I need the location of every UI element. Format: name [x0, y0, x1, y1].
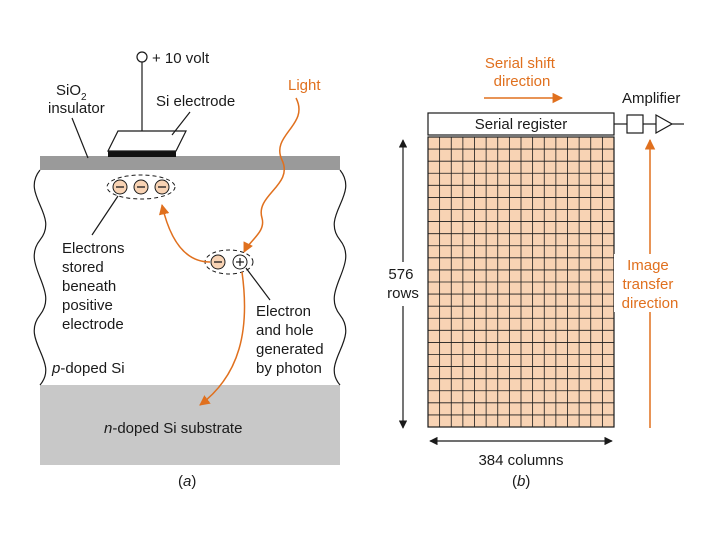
insulator-label: insulator	[48, 100, 105, 117]
stored-electrons-cloud	[106, 174, 176, 200]
pair-generated-label: Electron and hole generated by photon	[256, 303, 328, 377]
rows-label: 576 rows	[387, 266, 419, 302]
electron-icon	[210, 254, 226, 270]
hole-icon	[232, 254, 248, 270]
p-doped-left-edge	[33, 169, 47, 386]
electron-drift-arrow	[158, 203, 211, 263]
caption-a: (a)	[178, 473, 196, 490]
electrons-stored-leader	[91, 195, 119, 236]
hole-drift-arrow	[199, 271, 246, 406]
rows-label-bg	[384, 262, 422, 306]
pixel-grid	[427, 136, 615, 428]
caption-b: (b)	[512, 473, 530, 490]
p-doped-label: p-doped Si	[51, 360, 125, 377]
voltage-label: + 10 volt	[152, 50, 210, 67]
electron-icon	[112, 179, 128, 195]
si-electrode-label: Si electrode	[156, 93, 235, 110]
serial-register	[427, 112, 615, 136]
panel-a: + 10 volt SiO2 insulator Si electrode Li…	[33, 50, 347, 490]
electrode-body	[107, 130, 187, 152]
n-doped-label: n-doped Si substrate	[104, 420, 242, 437]
serial-register-label: Serial register	[475, 116, 568, 133]
photon-arrow	[243, 97, 300, 253]
columns-label: 384 columns	[478, 452, 563, 469]
image-transfer-label-bg	[614, 254, 688, 312]
sio2-leader	[71, 117, 89, 159]
electron-icon	[154, 179, 170, 195]
terminal-icon	[136, 51, 148, 63]
n-doped-substrate	[40, 385, 340, 465]
image-transfer-label: Image transfer direction	[622, 257, 679, 312]
light-label: Light	[288, 77, 321, 94]
electrode-plate	[108, 151, 176, 157]
amplifier-label: Amplifier	[622, 90, 680, 107]
output-node-icon	[626, 114, 644, 134]
p-doped-right-edge	[333, 169, 347, 386]
serial-shift-label: Serial shift direction	[485, 55, 559, 90]
sio2-layer	[40, 156, 340, 170]
panel-b: Serial shift direction Amplifier Serial …	[384, 55, 688, 490]
electron-icon	[133, 179, 149, 195]
si-electrode-leader	[171, 111, 191, 136]
amplifier-icon	[655, 113, 674, 135]
electrons-stored-label: Electrons stored beneath positive electr…	[62, 240, 129, 333]
pair-generated-leader	[245, 267, 271, 301]
sio2-label: SiO2	[56, 82, 87, 103]
